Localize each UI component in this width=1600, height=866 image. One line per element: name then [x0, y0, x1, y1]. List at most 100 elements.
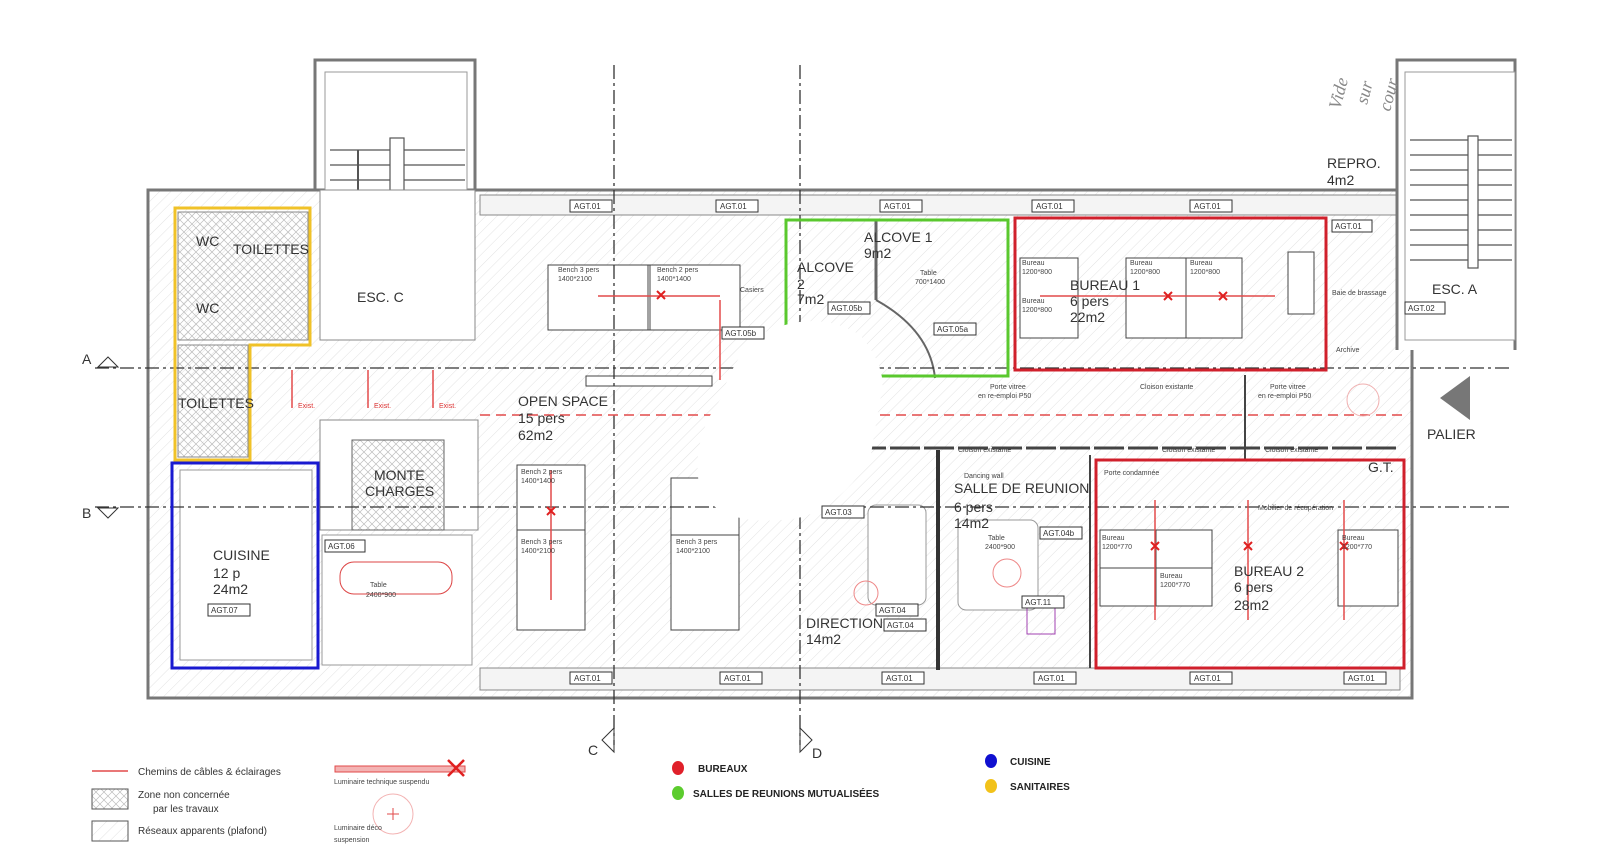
room-alcove-1: ALCOVE 1: [864, 229, 933, 245]
vide-sur-cour-2: sur: [1352, 78, 1378, 106]
room-repro: REPRO.: [1327, 155, 1381, 171]
room-bureau-2-area: 28m2: [1234, 597, 1269, 613]
room-wc-1: WC: [196, 233, 219, 249]
agt-tag: AGT.03: [825, 508, 852, 517]
desk-label: Bureau: [1160, 573, 1183, 580]
bench-label: Bench 3 pers: [521, 539, 563, 546]
axis-d-label: D: [812, 745, 822, 761]
legend-luminaire-deco-2: suspension: [334, 837, 370, 844]
desk-dim: 1200*800: [1190, 269, 1220, 276]
room-bureau-1-area: 22m2: [1070, 309, 1105, 325]
exist-label: Exist.: [439, 403, 456, 410]
table-dim: 700*1400: [915, 279, 945, 286]
room-cuisine-capacity: 12 p: [213, 565, 240, 581]
desk-label: Bureau: [1130, 260, 1153, 267]
room-toilettes-bottom: TOILETTES: [178, 395, 254, 411]
legend-zone-1: Zone non concernée: [138, 790, 230, 801]
legend: Chemins de câbles & éclairages Zone non …: [91, 754, 1070, 844]
table-dim: 2400*900: [366, 592, 396, 599]
partition-label: Cloison existante: [1265, 447, 1318, 454]
annotations: Bench 3 pers 1400*2100 Bench 2 pers 1400…: [298, 260, 1387, 599]
agt-tag: AGT.01: [886, 674, 913, 683]
desk-dim: 1200*800: [1022, 269, 1052, 276]
axis-c-label: C: [588, 742, 598, 758]
door-label: en re-emploi P50: [1258, 393, 1311, 400]
partition-label: Cloison existante: [1140, 384, 1193, 391]
zone-reunion-alcove: [784, 218, 1010, 378]
agt-tag: AGT.01: [1194, 202, 1221, 211]
agt-tag: AGT.01: [720, 202, 747, 211]
bench-label: Bench 3 pers: [676, 539, 718, 546]
bench-label: Bench 3 pers: [558, 267, 600, 274]
bench-dim: 1400*1400: [657, 276, 691, 283]
agt-tag: AGT.01: [1036, 202, 1063, 211]
room-alcove-2-area: 7m2: [797, 291, 824, 307]
agt-tag: AGT.01: [724, 674, 751, 683]
exist-label: Exist.: [374, 403, 391, 410]
room-open-space: OPEN SPACE: [518, 393, 608, 409]
agt-tag: AGT.01: [574, 202, 601, 211]
agt-tag: AGT.01: [1194, 674, 1221, 683]
zone-bureau-1: [1013, 216, 1328, 372]
room-alcove-2: ALCOVE: [797, 259, 854, 275]
table-label: Table: [988, 535, 1005, 542]
agt-tag: AGT.01: [884, 202, 911, 211]
furniture-label: Mobilier de récupération: [1258, 505, 1333, 512]
desk-label: Bureau: [1022, 298, 1045, 305]
room-esc-c: ESC. C: [357, 289, 404, 305]
bench-label: Bench 2 pers: [657, 267, 699, 274]
table-dim: 2400*900: [985, 544, 1015, 551]
legend-cuisine: CUISINE: [1010, 757, 1051, 768]
room-alcove-1-area: 9m2: [864, 245, 891, 261]
agt-tag: AGT.01: [1335, 222, 1362, 231]
zone-sanitaires: [173, 206, 312, 462]
agt-tag: AGT.02: [1408, 304, 1435, 313]
desk-dim: 1200*800: [1022, 307, 1052, 314]
legend-luminaire-tech: Luminaire technique suspendu: [334, 779, 429, 786]
desk-dim: 1200*800: [1130, 269, 1160, 276]
legend-bureaux: BUREAUX: [698, 764, 748, 775]
stairs-esc-a: [1410, 135, 1512, 269]
room-salle-reunion: SALLE DE REUNION: [954, 480, 1089, 496]
desk-dim: 1200*770: [1342, 544, 1372, 551]
agt-tag: AGT.05b: [725, 329, 757, 338]
partition-label: Cloison existante: [1162, 447, 1215, 454]
axis-a-label: A: [82, 351, 92, 367]
room-repro-area: 4m2: [1327, 172, 1354, 188]
agt-tag: AGT.01: [1038, 674, 1065, 683]
obscured-area: [697, 321, 883, 521]
zone-bureau-2: [1094, 458, 1406, 670]
legend-sanitaires: SANITAIRES: [1010, 782, 1070, 793]
room-direction-area: 14m2: [806, 631, 841, 647]
bench-dim: 1400*1400: [521, 478, 555, 485]
desk-label: Bureau: [1022, 260, 1045, 267]
agt-tag: AGT.11: [1025, 598, 1052, 607]
agt-tag: AGT.06: [328, 542, 355, 551]
desk-label: Bureau: [1102, 535, 1125, 542]
door-label: en re-emploi P50: [978, 393, 1031, 400]
room-cuisine-area: 24m2: [213, 581, 248, 597]
room-bureau-2-capacity: 6 pers: [1234, 579, 1273, 595]
desk-dim: 1200*770: [1160, 582, 1190, 589]
agt-tag: AGT.04: [887, 621, 914, 630]
room-esc-a: ESC. A: [1432, 281, 1478, 297]
room-palier: PALIER: [1427, 426, 1476, 442]
desk-label: Bureau: [1342, 535, 1365, 542]
room-salle-reunion-capacity: 6 pers: [954, 499, 993, 515]
room-salle-reunion-area: 14m2: [954, 515, 989, 531]
agt-tag: AGT.05b: [831, 304, 863, 313]
door-label: Porte vitree: [1270, 384, 1306, 391]
bench-dim: 1400*2100: [521, 548, 555, 555]
room-toilettes-top: TOILETTES: [233, 241, 309, 257]
agt-tag: AGT.04: [879, 606, 906, 615]
agt-tag: AGT.04b: [1043, 529, 1075, 538]
desk-label: Bureau: [1190, 260, 1213, 267]
room-direction: DIRECTION: [806, 615, 883, 631]
room-open-space-capacity: 15 pers: [518, 410, 565, 426]
room-bureau-1-capacity: 6 pers: [1070, 293, 1109, 309]
bench-dim: 1400*2100: [558, 276, 592, 283]
legend-cables: Chemins de câbles & éclairages: [138, 767, 281, 778]
door-label: Porte condamnée: [1104, 470, 1159, 477]
legend-reunion: SALLES DE REUNIONS MUTUALISÉES: [693, 787, 879, 800]
room-alcove-2-num: 2: [797, 276, 805, 292]
